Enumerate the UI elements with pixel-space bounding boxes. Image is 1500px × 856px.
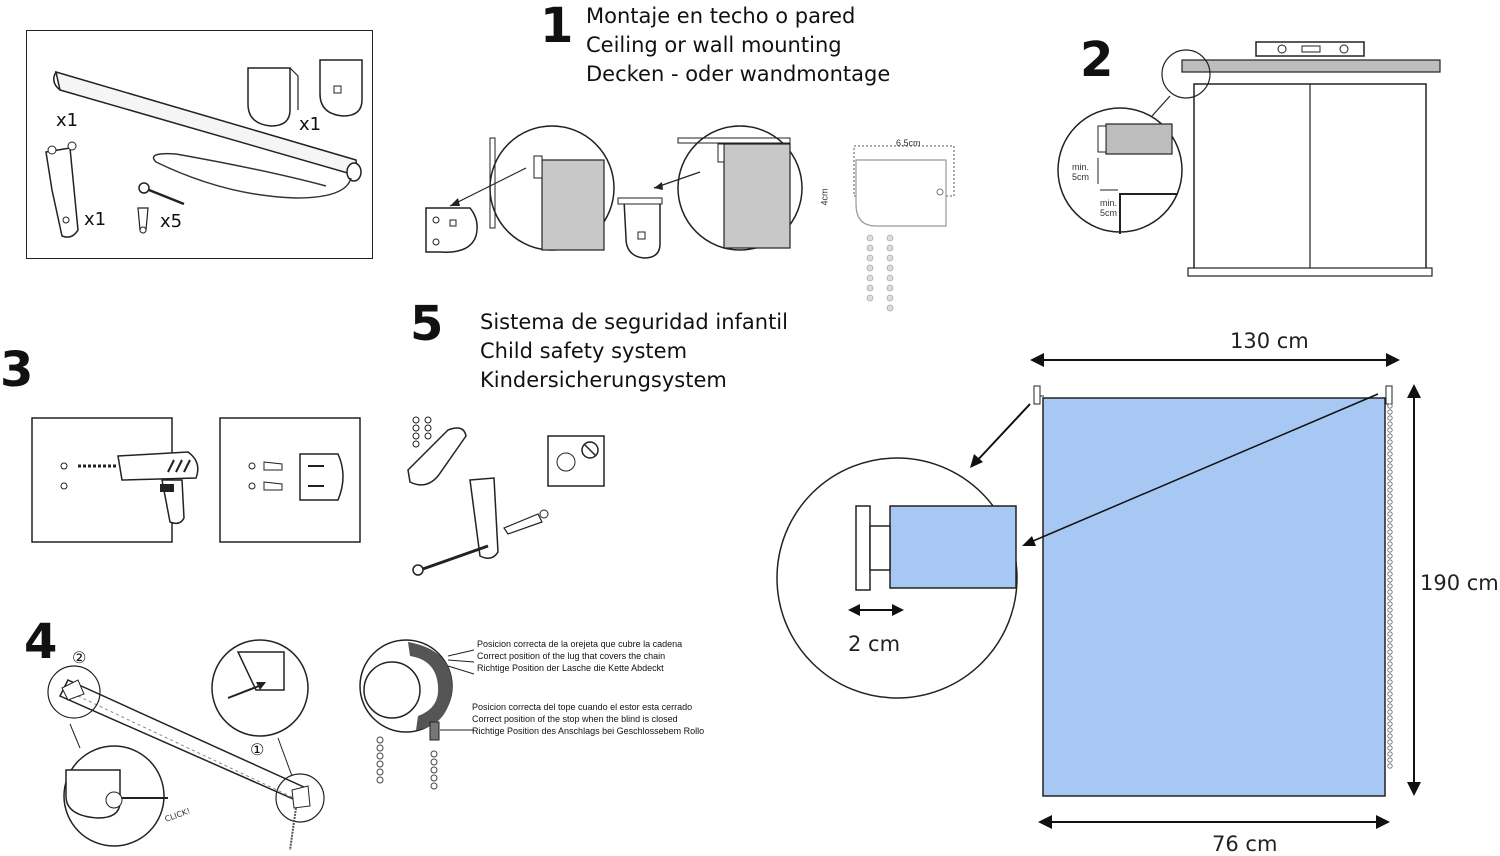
chain-stop-icon <box>429 721 440 741</box>
wall-plug-icon <box>263 453 344 501</box>
min-top-clearance: min. 5cm <box>1072 162 1090 182</box>
chain-stop-illustration <box>359 639 475 790</box>
bracket-dimension-icon <box>853 145 955 312</box>
kit-contents-panel <box>26 30 373 259</box>
fabric-width-label: 76 cm <box>1212 832 1278 856</box>
ceiling-bracket-icon <box>617 197 663 259</box>
step-4-number: 4 <box>24 614 58 670</box>
stop-note-en: Correct position of the stop when the bl… <box>472 714 678 724</box>
bracket-height-label: 4cm <box>819 188 830 206</box>
step-4-marker-1: ① <box>250 740 265 759</box>
step-2-number: 2 <box>1080 32 1114 88</box>
lug-position-note: Posicion correcta de la orejeta que cubr… <box>477 638 682 674</box>
roller-quantity: x1 <box>56 110 79 131</box>
min-side-clearance: min. 5cm <box>1100 198 1118 218</box>
step-1-title-en: Ceiling or wall mounting <box>586 33 842 57</box>
screw-and-plug-icon <box>137 182 185 234</box>
screws-quantity: x5 <box>160 211 183 232</box>
bracket-pair-icon <box>247 59 363 127</box>
blind-dimension-diagram <box>776 353 1421 829</box>
pull-chain-icon <box>1387 403 1393 769</box>
step-1-mounting-illustration <box>425 125 955 312</box>
step-1-number: 1 <box>540 0 574 54</box>
height-label: 190 cm <box>1420 571 1499 595</box>
brackets-quantity: x1 <box>299 114 322 135</box>
safety-clip-quantity: x1 <box>84 209 107 230</box>
step-3-number: 3 <box>0 342 34 398</box>
total-width-label: 130 cm <box>1230 329 1309 353</box>
kit-contents-illustration <box>45 59 363 238</box>
step-2-level-illustration <box>1057 41 1441 277</box>
lug-note-es: Posicion correcta de la orejeta que cubr… <box>477 639 683 649</box>
step-5-title-de: Kindersicherungsystem <box>480 368 727 392</box>
stop-note-es: Posicion correcta del tope cuando el est… <box>472 702 693 712</box>
step-5-title: Sistema de seguridad infantil Child safe… <box>480 308 788 395</box>
step-5-child-safety-illustration <box>407 416 605 576</box>
safety-clip-icon <box>407 427 467 486</box>
stop-note-de: Richtige Position des Anschlags bei Gesc… <box>472 726 705 736</box>
step-1-title: Montaje en techo o pared Ceiling or wall… <box>586 2 890 89</box>
step-4-installation-illustration: CLICK! <box>47 639 325 851</box>
step-3-drilling-illustration <box>31 417 361 543</box>
safety-clip-icon <box>45 141 79 238</box>
wall-bracket-icon <box>425 207 478 253</box>
lug-note-de: Richtige Position der Lasche die Kette A… <box>477 663 664 673</box>
step-5-title-en: Child safety system <box>480 339 688 363</box>
step-1-title-de: Decken - oder wandmontage <box>586 62 891 86</box>
drill-icon <box>78 451 199 525</box>
blind-fabric <box>1042 397 1386 797</box>
lug-note-en: Correct position of the lug that covers … <box>477 651 666 661</box>
bracket-width-label: 6.5cm <box>896 138 921 148</box>
step-5-number: 5 <box>410 296 444 352</box>
roller-tube-icon <box>53 70 362 199</box>
stop-position-note: Posicion correcta del tope cuando el est… <box>472 701 704 737</box>
step-4-marker-2: ② <box>72 648 87 667</box>
step-5-title-es: Sistema de seguridad infantil <box>480 310 788 334</box>
click-icon: CLICK! <box>164 806 192 824</box>
bracket-offset-label: 2 cm <box>848 632 901 656</box>
step-1-title-es: Montaje en techo o pared <box>586 4 856 28</box>
roller-top-bar <box>1181 59 1441 73</box>
